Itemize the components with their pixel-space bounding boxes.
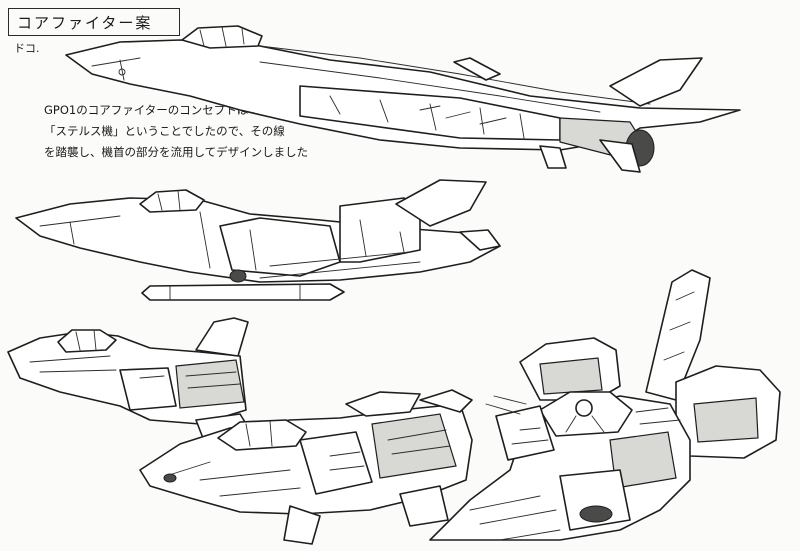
note-line-1: GPO1のコアファイターのコンセプトは	[44, 103, 249, 117]
fighter-front-three-quarter-left	[7, 317, 257, 447]
sheet-title: コアファイター案	[17, 13, 153, 32]
title-box: コアファイター案	[8, 8, 180, 36]
fighter-side-view-top	[65, 25, 741, 173]
fighter-front-three-quarter-center	[139, 389, 473, 545]
fighter-side-view-middle	[15, 179, 501, 301]
author-signature: ドコ.	[14, 42, 40, 55]
note-line-2: 「ステルス機」ということでしたので、その線	[44, 124, 285, 138]
fighter-rear-three-quarter-right	[429, 269, 781, 541]
concept-note: GPO1のコアファイターのコンセプトは 「ステルス機」ということでしたので、その…	[44, 100, 344, 163]
note-line-3: を踏襲し、機首の部分を流用してデザインしました	[44, 145, 309, 159]
